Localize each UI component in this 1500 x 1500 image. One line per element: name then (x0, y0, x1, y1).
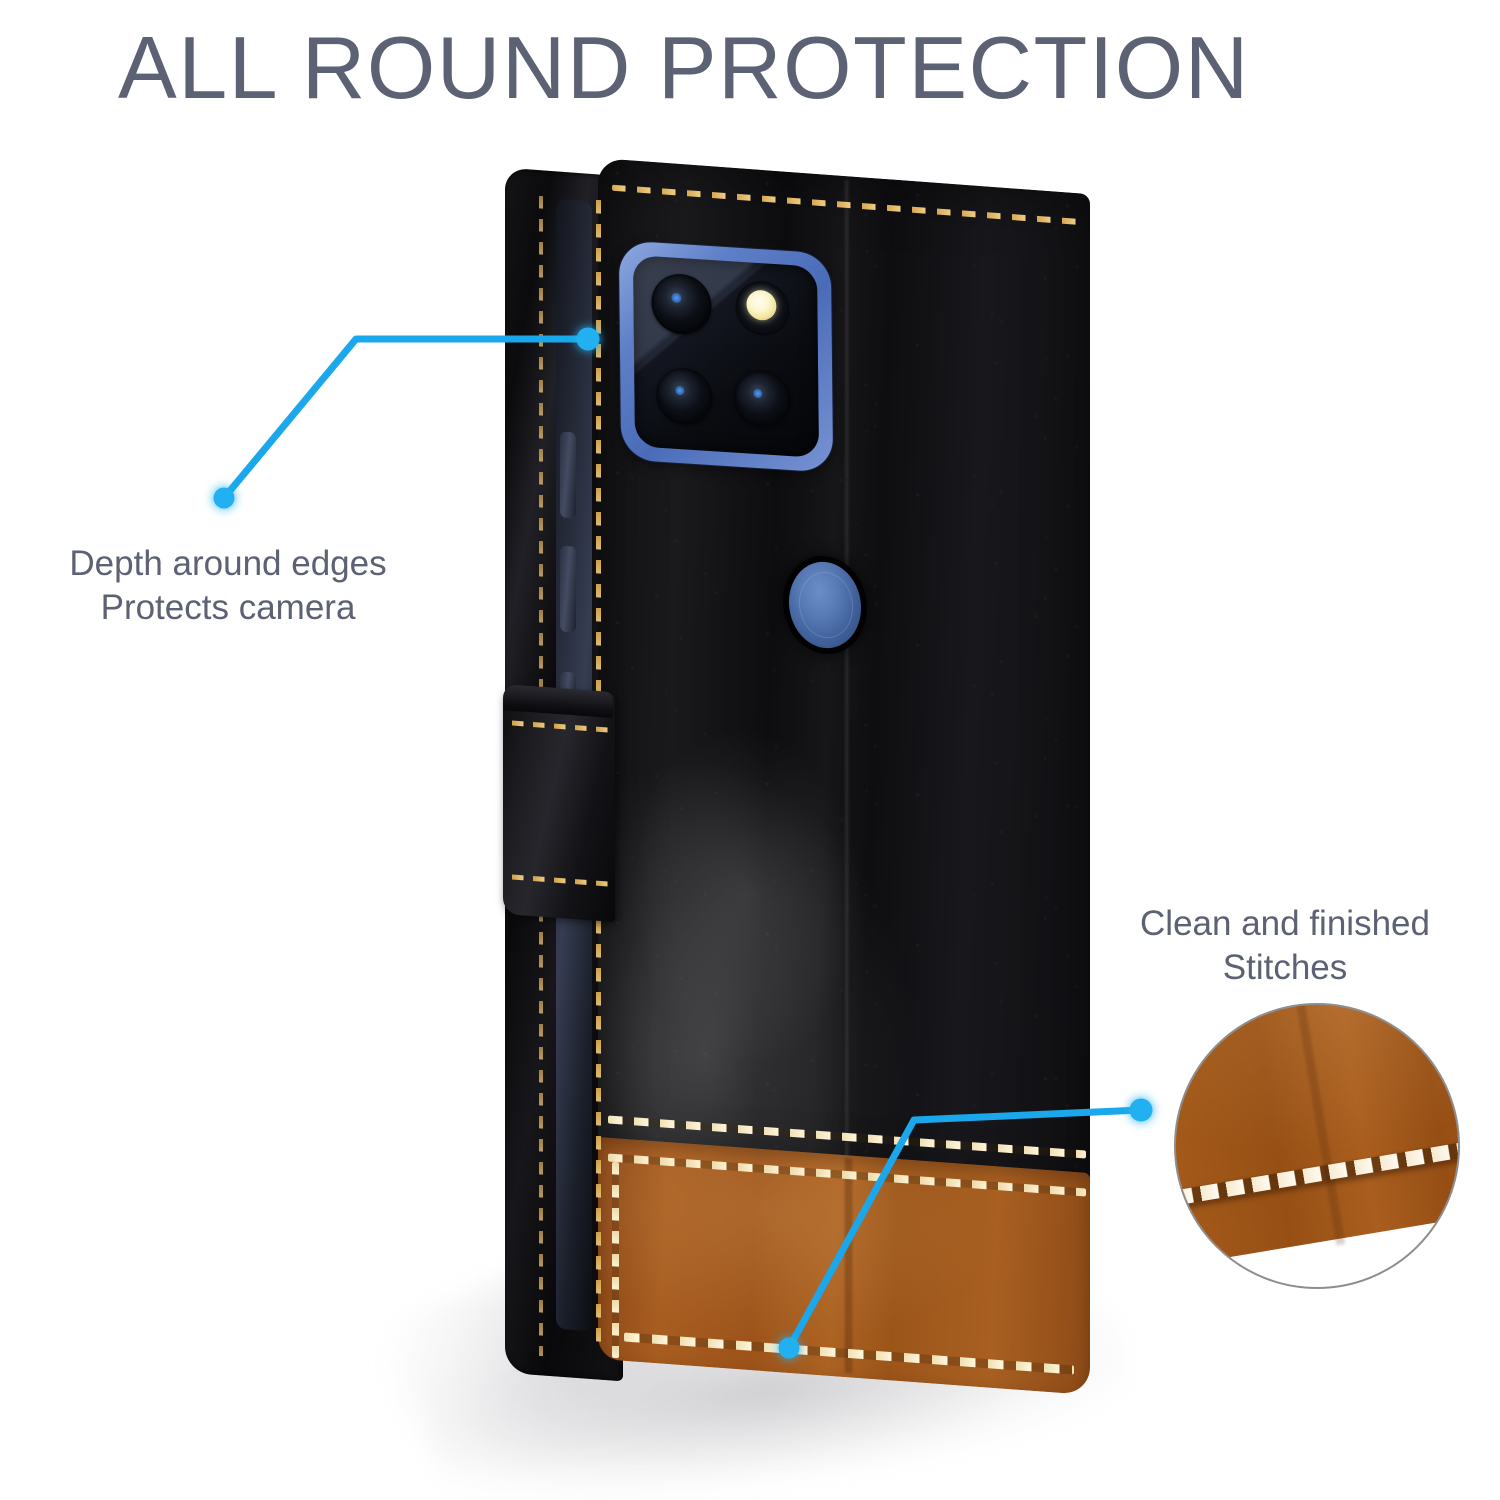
case-back-fold-crease (843, 179, 850, 1181)
callout-label-clean-stitches: Clean and finished Stitches (1110, 902, 1460, 990)
callout-left-line2: Protects camera (100, 587, 356, 627)
callout-right-line2: Stitches (1222, 947, 1348, 987)
page-title: ALL ROUND PROTECTION (118, 18, 1250, 117)
closeup-brown-leather (1176, 1005, 1458, 1279)
callout-left-line1: Depth around edges (69, 544, 387, 583)
callout-label-depth-camera: Depth around edges Protects camera (58, 542, 398, 630)
stitch-closeup-magnifier (1174, 1003, 1460, 1289)
brown-band-fold-crease (845, 1157, 852, 1374)
brown-band-side-stitching (612, 1161, 619, 1359)
phone-volume-down-button (560, 545, 576, 633)
camera-module-glass (633, 255, 819, 458)
camera-module-bezel (618, 240, 834, 473)
phone-volume-up-button (560, 431, 576, 519)
callout-right-line1: Clean and finished (1140, 904, 1430, 943)
